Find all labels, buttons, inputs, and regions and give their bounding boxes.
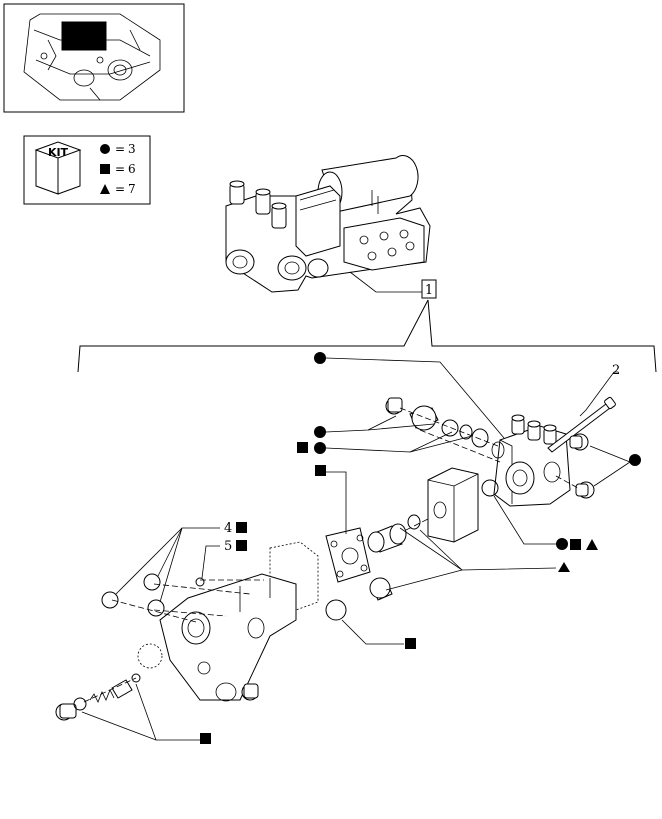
- marker-square-right: [570, 539, 581, 550]
- main-body-exploded: [111, 541, 319, 702]
- spool-seals: [367, 514, 570, 601]
- legend-circle-number: 3: [128, 142, 136, 156]
- gasket-plate: [315, 465, 416, 649]
- marker-triangle-right: [586, 539, 598, 550]
- marker-square-mid: [297, 442, 308, 453]
- bolt-2: 2: [547, 363, 620, 453]
- legend-circle-symbol: [100, 144, 110, 154]
- solenoid-block: [427, 467, 598, 550]
- marker-circle-mid-2: [314, 442, 326, 454]
- legend-triangle-equals: =: [115, 182, 125, 196]
- kit-label: KIT: [48, 146, 69, 159]
- marker-circle-right-2: [556, 538, 568, 550]
- marker-circle-right: [629, 454, 641, 466]
- callout-2-label: 2: [612, 363, 620, 378]
- lower-left-parts: [55, 673, 211, 744]
- legend-square-equals: =: [115, 162, 125, 176]
- marker-circle-top: [314, 352, 326, 364]
- callout-1: 1: [77, 271, 657, 373]
- legend-square-symbol: [100, 164, 110, 174]
- upper-fittings: [297, 352, 505, 463]
- location-thumbnail: [3, 3, 185, 113]
- kit-cube-right: [57, 150, 81, 195]
- marker-square-gasket: [315, 465, 326, 476]
- marker-triangle-lower: [558, 562, 570, 572]
- callout-4-label: 4: [224, 521, 232, 536]
- legend-square-number: 6: [128, 162, 136, 176]
- right-valve-block: [491, 414, 571, 507]
- callout-5-label: 5: [224, 539, 232, 554]
- legend-triangle-number: 7: [128, 182, 136, 196]
- marker-square-lower: [405, 638, 416, 649]
- right-plugs: [555, 433, 641, 499]
- kit-cube-left: [35, 150, 59, 195]
- marker-square-5: [236, 540, 247, 551]
- marker-circle-mid: [314, 426, 326, 438]
- marker-square-4: [236, 522, 247, 533]
- legend-triangle-symbol: [100, 184, 110, 194]
- left-seals: 4 5: [101, 521, 247, 617]
- legend-circle-equals: =: [115, 142, 125, 156]
- callout-1-label: 1: [425, 283, 433, 298]
- marker-square-bottom: [200, 733, 211, 744]
- assembled-valve: [225, 155, 431, 293]
- kit-legend-box: KIT = 3 = 6 = 7: [23, 135, 151, 205]
